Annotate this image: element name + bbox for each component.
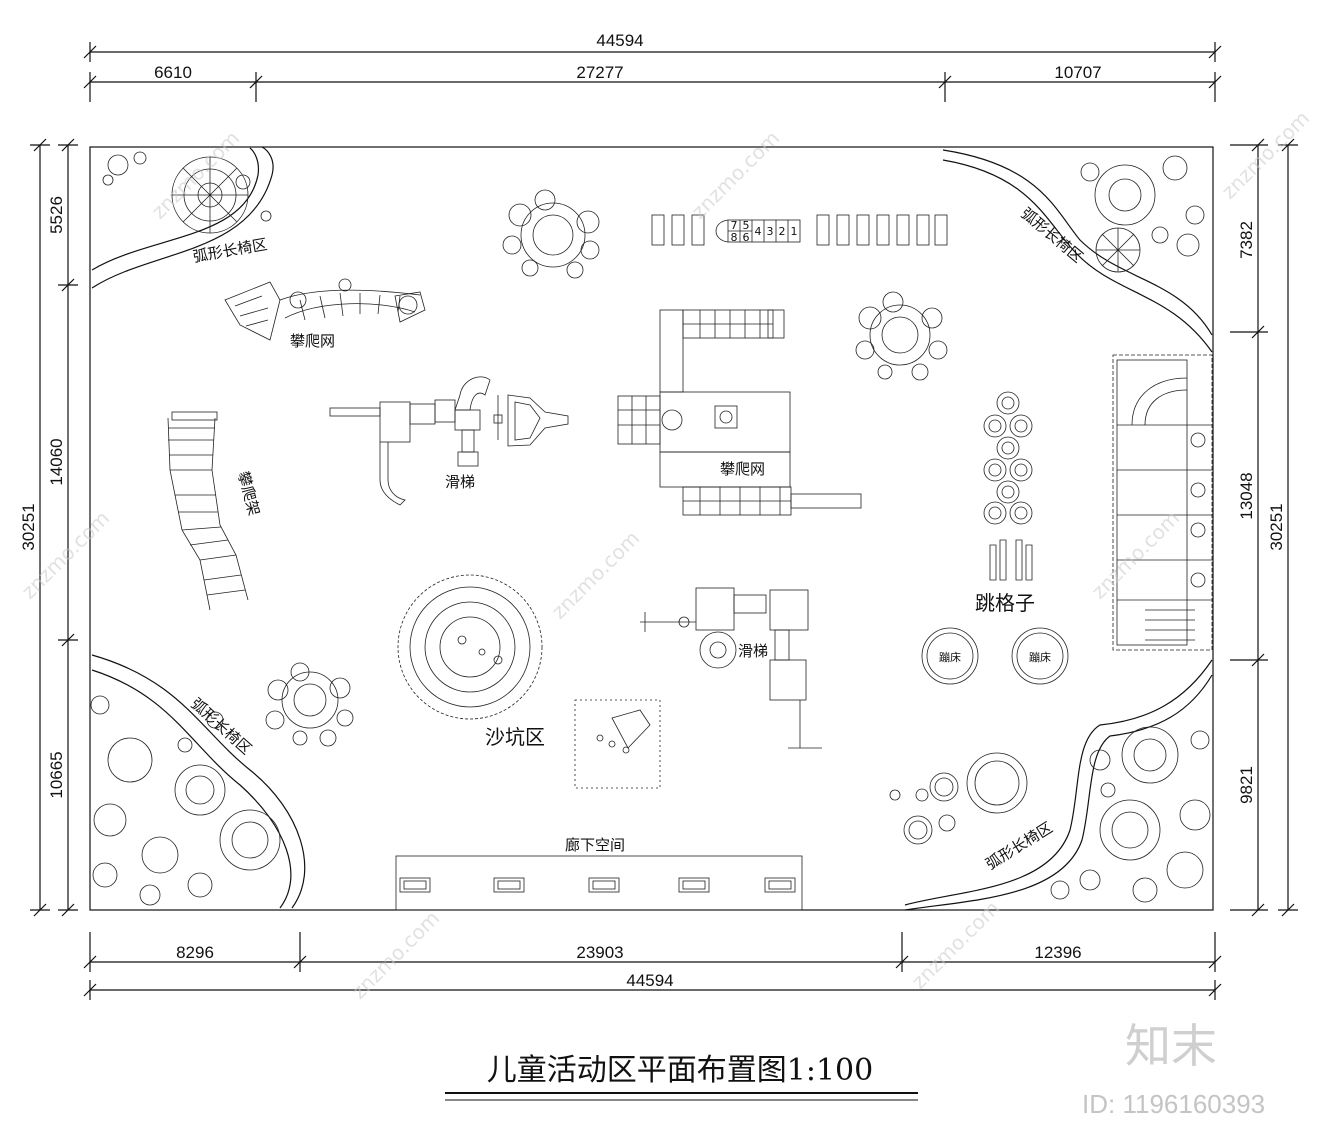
- hopscotch-number: 6: [743, 231, 750, 244]
- sandpit-label: 沙坑区: [485, 725, 545, 749]
- dim-left-seg-2: 14060: [47, 438, 66, 485]
- dim-left-seg-3: 10665: [47, 751, 66, 798]
- hopscotch-number: 4: [755, 225, 762, 238]
- dim-right-seg-2: 13048: [1237, 472, 1256, 519]
- dim-left-seg-1: 5526: [47, 196, 66, 234]
- hopscotch-number: 2: [779, 225, 786, 238]
- hopscotch-number: 1: [791, 225, 798, 238]
- slide-left-label: 滑梯: [445, 473, 475, 491]
- dim-bottom-seg-3: 12396: [1034, 943, 1081, 962]
- watermark-site: znzmo.com: [687, 126, 785, 224]
- dim-top-seg-2: 27277: [576, 63, 623, 82]
- bench-label-bottom-right: 弧形长椅区: [983, 818, 1056, 873]
- central-climbing-structure: [617, 309, 862, 516]
- bench-areas: [91, 146, 1213, 911]
- watermark-id: ID: 1196160393: [1082, 1089, 1265, 1119]
- dim-left-total: 30251: [19, 503, 38, 550]
- watermark-site: znzmo.com: [547, 526, 645, 624]
- hopscotch-number: 3: [767, 225, 774, 238]
- hopscotch-strip: [651, 214, 948, 246]
- watermark-site: znzmo.com: [347, 906, 445, 1004]
- dimension-lines: [30, 42, 1298, 1000]
- hopscotch-number: 7: [731, 219, 738, 232]
- watermark-site: znzmo.com: [1087, 506, 1185, 604]
- dim-top-seg-1: 6610: [154, 63, 192, 82]
- corridor: [395, 855, 803, 911]
- dim-bottom-total: 44594: [626, 971, 673, 990]
- trampoline-2-label: 蹦床: [1029, 650, 1051, 664]
- corridor-label: 廊下空间: [565, 836, 625, 854]
- slide-center-label: 滑梯: [738, 642, 768, 660]
- dimension-texts: 44594 6610 27277 10707 8296 23903 12396 …: [19, 31, 1286, 990]
- bench-label-bottom-left: 弧形长椅区: [187, 695, 255, 759]
- trampoline-1-label: 蹦床: [939, 650, 961, 664]
- site-boundary: [89, 146, 1214, 911]
- right-side-structure: [1112, 354, 1213, 651]
- hopscotch-rings: [983, 391, 1033, 581]
- slide-left: [329, 376, 569, 506]
- dim-right-seg-1: 7382: [1237, 221, 1256, 259]
- climbing-frame: [167, 411, 249, 611]
- climbing-frame-label: 攀爬架: [234, 469, 263, 517]
- climbing-net-top-label: 攀爬网: [290, 332, 335, 350]
- dim-right-seg-3: 9821: [1237, 766, 1256, 804]
- planting-symbols: [90, 151, 1211, 906]
- hopscotch-numbers: 1 2 3 4 5 6 7 8: [731, 219, 798, 244]
- watermark-site: znzmo.com: [147, 126, 245, 224]
- dim-bottom-seg-2: 23903: [576, 943, 623, 962]
- stepping-circles: [889, 752, 1028, 845]
- sandpit: [397, 574, 661, 789]
- trampolines: [921, 627, 1069, 685]
- slide-center: [640, 587, 822, 749]
- drawing-title: 儿童活动区平面布置图1:100: [487, 1053, 873, 1088]
- bench-label-top-left: 弧形长椅区: [192, 235, 269, 266]
- hopscotch-label: 跳格子: [975, 591, 1035, 615]
- watermark-site: znzmo.com: [1217, 106, 1315, 204]
- dim-top-total: 44594: [596, 31, 643, 50]
- climbing-net-center-label: 攀爬网: [720, 460, 765, 478]
- climbing-net-top: [224, 278, 426, 341]
- dim-bottom-seg-1: 8296: [176, 943, 214, 962]
- dim-right-total: 30251: [1267, 503, 1286, 550]
- watermark-brand: 知末: [1125, 1019, 1217, 1073]
- hopscotch-number: 5: [743, 219, 750, 232]
- dim-top-seg-3: 10707: [1054, 63, 1101, 82]
- hopscotch-number: 8: [731, 231, 738, 244]
